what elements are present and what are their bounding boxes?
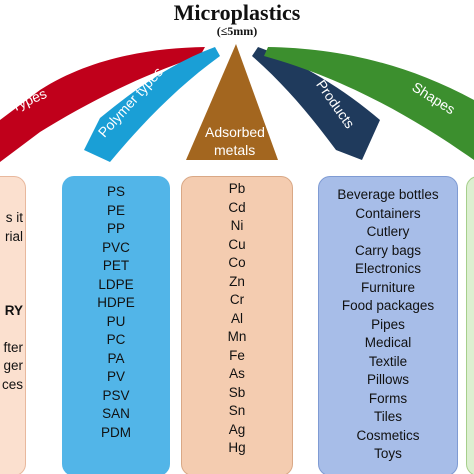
adsorbed-metals-arrow <box>186 44 278 160</box>
product-item: Furniture <box>360 279 416 295</box>
product-item: Pipes <box>371 316 405 332</box>
metal-item: Ag <box>228 421 246 437</box>
polymer-type-item: LDPE <box>98 276 134 292</box>
metal-item: Hg <box>228 440 246 455</box>
polymer-type-item: PSV <box>102 387 130 403</box>
polymer-type-item: PV <box>106 369 125 384</box>
types-list-item: ces <box>1 376 23 392</box>
metal-item: As <box>229 366 245 381</box>
polymer-type-item: HDPE <box>97 295 135 310</box>
product-item: Cutlery <box>366 224 410 239</box>
metal-item: Zn <box>229 273 245 289</box>
metal-item: Fe <box>229 347 245 363</box>
types-list-item: ger <box>3 358 23 373</box>
polymer-types-box: PS PE PP PVC PET LDPE HDPE PU PC PA PV PSV SAN PDM <box>62 176 170 474</box>
product-item: Medical <box>364 335 412 350</box>
shapes-arrow <box>264 47 474 160</box>
metal-item: Cr <box>229 292 245 307</box>
metal-item: Al <box>230 310 243 326</box>
adsorbed-metals-label-line2: metals <box>214 142 256 158</box>
types-list-item: rial <box>4 228 23 244</box>
polymer-type-item: PVC <box>102 239 130 255</box>
metal-item: Sb <box>228 384 246 400</box>
products-arrow <box>252 47 380 160</box>
polymer-type-item: PET <box>102 258 130 273</box>
metal-item: Cd <box>228 199 246 215</box>
polymer-type-item: PE <box>106 202 125 218</box>
polymer-type-item: PS <box>106 184 125 199</box>
types-list-item <box>0 246 25 265</box>
product-item: Tiles <box>373 409 402 424</box>
metal-item: Mn <box>227 329 247 344</box>
polymer-type-item: PP <box>106 221 125 236</box>
adsorbed-metals-label-line1: Adsorbed <box>205 124 265 140</box>
types-box: s it rial RY fter ger ces <box>0 176 26 474</box>
metal-item: Cu <box>228 236 246 252</box>
metal-item: Pb <box>228 181 246 196</box>
product-item: Electronics <box>354 261 422 276</box>
product-item: Toys <box>374 446 402 461</box>
product-item: Food packages <box>341 298 435 313</box>
product-item: Cosmetics <box>356 427 420 443</box>
polymer-type-item: PU <box>106 313 126 329</box>
product-item: Carry bags <box>354 242 422 258</box>
metal-item: Ni <box>230 218 244 233</box>
polymer-type-item: SAN <box>102 406 130 421</box>
types-arrow <box>0 47 205 162</box>
product-item: Textile <box>368 353 408 369</box>
product-item: Containers <box>355 205 421 221</box>
metal-item: Sn <box>228 403 246 418</box>
product-item: Pillows <box>366 372 409 387</box>
shapes-box <box>466 176 474 474</box>
polymer-types-list: PS PE PP PVC PET LDPE HDPE PU PC PA PV PSV SAN PDM <box>62 176 170 442</box>
types-list-item <box>0 265 25 284</box>
polymer-type-item: PA <box>107 350 125 366</box>
diagram-subtitle: (≤5mm) <box>216 24 258 38</box>
types-list-item: s it <box>5 210 23 225</box>
types-list-item: fter <box>3 339 23 355</box>
types-list-item: RY <box>4 302 23 318</box>
types-list: s it rial RY fter ger ces <box>0 177 25 394</box>
polymer-type-item: PDM <box>101 424 131 440</box>
polymer-types-arrow <box>84 47 220 162</box>
types-list-item <box>0 320 25 339</box>
polymer-type-item: PC <box>106 332 126 347</box>
types-list-item <box>0 283 25 302</box>
product-item: Forms <box>368 390 408 406</box>
metal-item: Co <box>228 255 246 270</box>
diagram-title: Microplastics <box>173 0 301 25</box>
product-item: Beverage bottles <box>337 187 439 202</box>
